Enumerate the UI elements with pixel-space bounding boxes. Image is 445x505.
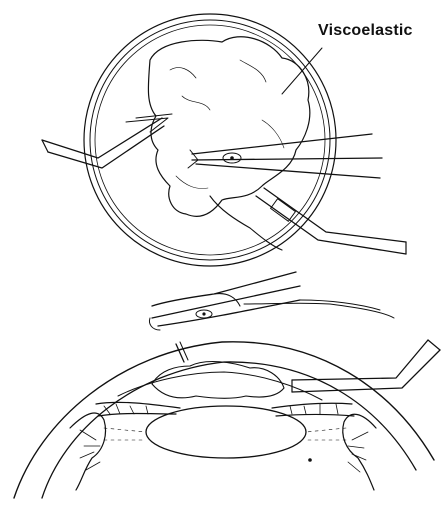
lens — [146, 406, 306, 458]
label-leader-line — [282, 48, 322, 94]
eye-cross-section — [14, 342, 434, 498]
viscoelastic-mass — [148, 37, 309, 217]
top-forceps — [188, 134, 382, 178]
aspiration-cannula — [256, 188, 406, 254]
viscoelastic-label: Viscoelastic — [318, 22, 413, 39]
eye-front-view — [84, 14, 336, 266]
side-port-cannula — [292, 340, 440, 392]
middle-forceps — [149, 272, 394, 330]
lens-material — [152, 362, 284, 399]
iris-fold — [210, 196, 282, 250]
left-cannula — [42, 114, 172, 168]
